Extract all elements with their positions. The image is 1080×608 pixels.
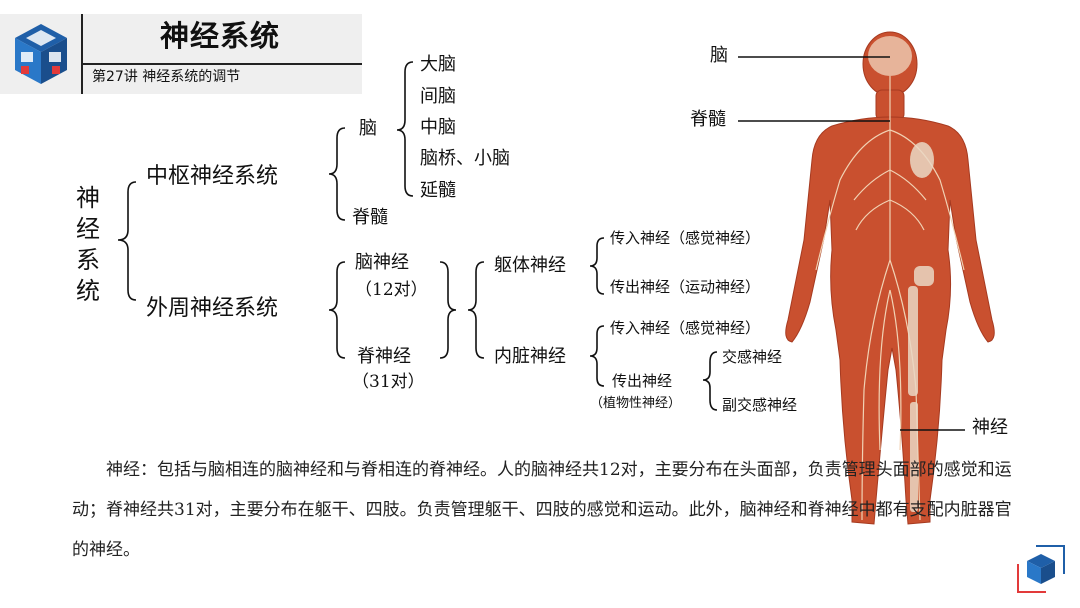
corner-logo-icon	[1017, 545, 1065, 593]
header-divider-vertical	[81, 14, 83, 94]
brace-visceral	[589, 325, 605, 387]
label-cns: 中枢神经系统	[146, 164, 279, 189]
somatic-afferent: 传入神经（感觉神经）	[610, 229, 761, 247]
brace-brain	[396, 61, 414, 197]
brace-somatic	[589, 237, 605, 295]
brace-root	[117, 181, 137, 301]
label-parasympathetic: 副交感神经	[722, 396, 798, 414]
brace-pns	[328, 261, 346, 359]
label-somatic: 躯体神经	[494, 255, 566, 276]
tree-root-label: 神 经 系 统	[74, 183, 102, 307]
label-pns: 外周神经系统	[146, 296, 279, 321]
somatic-efferent: 传出神经（运动神经）	[610, 278, 761, 296]
brain-shape	[868, 36, 912, 76]
brain-part: 间脑	[420, 86, 456, 107]
root-char: 神	[76, 184, 100, 212]
root-char: 统	[76, 277, 100, 305]
brace-types	[467, 261, 485, 359]
root-char: 经	[76, 215, 100, 243]
brace-cns	[328, 127, 346, 221]
logo-cube-icon	[15, 24, 67, 84]
brace-autonomic	[702, 351, 718, 411]
page-title: 神经系统	[160, 19, 281, 53]
brain-part: 脑桥、小脑	[420, 148, 510, 169]
brain-part: 延髓	[420, 180, 456, 201]
figure-label-spinal-cord: 脊髓	[690, 109, 726, 130]
label-spinal-nerves: 脊神经	[357, 346, 411, 367]
description-paragraph: 神经：包括与脑相连的脑神经和与脊相连的脊神经。人的脑神经共12对，主要分布在头面…	[72, 460, 1012, 560]
label-cranial-nerves: 脑神经	[355, 252, 409, 273]
brain-part: 大脑	[420, 54, 456, 75]
brace-combine	[439, 261, 457, 359]
visceral-efferent: 传出神经	[612, 372, 673, 390]
label-spinal-cord: 脊髓	[352, 207, 388, 228]
visceral-afferent: 传入神经（感觉神经）	[610, 319, 761, 337]
label-spinal-count: （31对）	[352, 372, 425, 392]
label-brain: 脑	[359, 118, 377, 139]
brain-part: 中脑	[420, 117, 456, 138]
label-visceral: 内脏神经	[494, 346, 566, 367]
header-divider-horizontal	[81, 63, 362, 65]
visceral-efferent-note: （植物性神经）	[590, 396, 682, 411]
figure-label-nerve: 神经	[972, 417, 1008, 438]
root-char: 系	[76, 246, 100, 274]
label-cranial-count: （12对）	[355, 280, 428, 300]
page-subtitle: 第27讲 神经系统的调节	[92, 69, 241, 85]
figure-label-brain: 脑	[710, 45, 728, 66]
label-sympathetic: 交感神经	[722, 348, 783, 366]
